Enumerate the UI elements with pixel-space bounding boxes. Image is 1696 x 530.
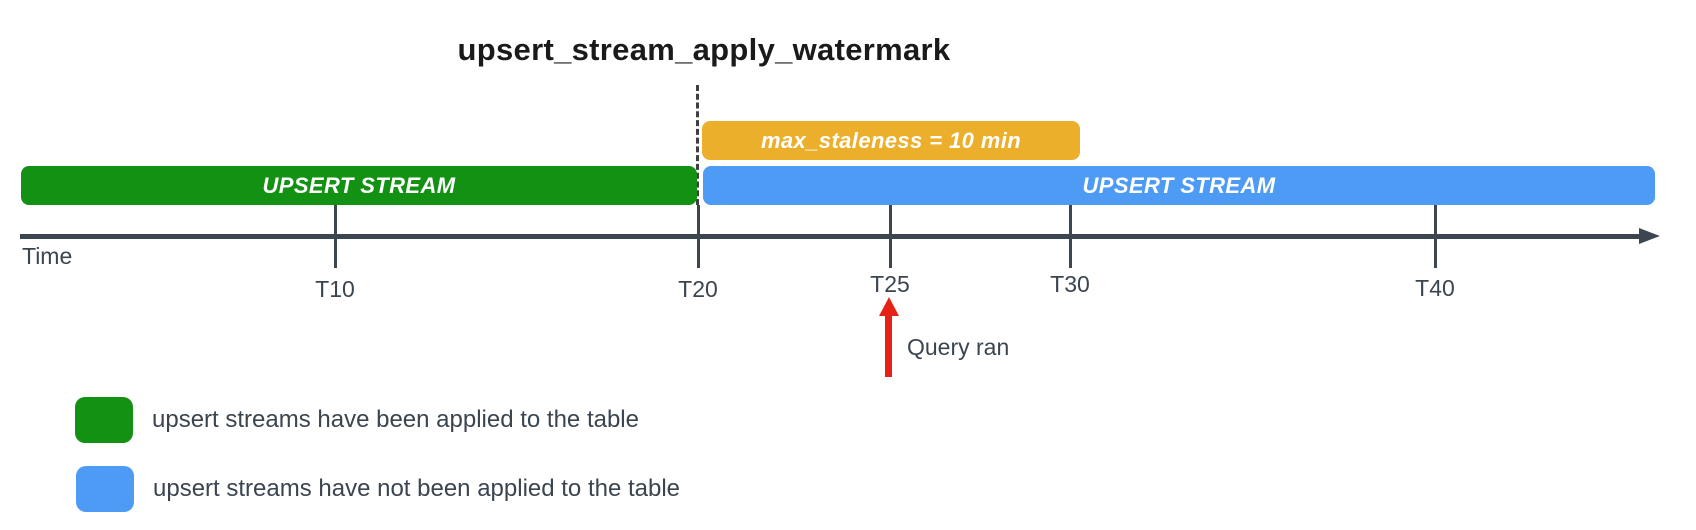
tick-t25	[889, 205, 892, 268]
watermark-dashed-line	[696, 85, 699, 205]
legend-item-applied: upsert streams have been applied to the …	[75, 397, 639, 443]
diagram-title: upsert_stream_apply_watermark	[457, 32, 951, 67]
legend-swatch-applied	[75, 397, 133, 443]
tick-t20	[697, 205, 700, 268]
not-applied-upsert-stream-bar: UPSERT STREAM	[703, 166, 1655, 205]
applied-upsert-stream-label: UPSERT STREAM	[262, 172, 456, 198]
tick-t30	[1069, 205, 1072, 268]
query-ran-label: Query ran	[907, 334, 1010, 360]
tick-label-t30: T30	[1050, 271, 1090, 297]
max-staleness-bar: max_staleness = 10 min	[702, 121, 1080, 160]
max-staleness-label: max_staleness = 10 min	[760, 127, 1022, 153]
tick-label-t20: T20	[678, 276, 718, 302]
tick-t10	[334, 205, 337, 268]
query-ran-arrow-shaft	[885, 315, 892, 377]
not-applied-upsert-stream-label: UPSERT STREAM	[1082, 172, 1276, 198]
time-axis-arrowhead-icon	[1639, 228, 1660, 244]
legend-label-applied: upsert streams have been applied to the …	[152, 406, 639, 433]
tick-label-t10: T10	[315, 276, 355, 302]
legend-item-not-applied: upsert streams have not been applied to …	[76, 466, 680, 512]
tick-label-t40: T40	[1415, 275, 1455, 301]
time-axis-line	[20, 234, 1642, 239]
applied-upsert-stream-bar: UPSERT STREAM	[21, 166, 697, 205]
tick-label-t25: T25	[870, 271, 910, 297]
tick-t40	[1434, 205, 1437, 268]
time-axis-label: Time	[22, 243, 73, 269]
query-ran-arrow-icon	[879, 297, 899, 316]
legend-label-not-applied: upsert streams have not been applied to …	[153, 475, 681, 502]
legend-swatch-not-applied	[76, 466, 134, 512]
